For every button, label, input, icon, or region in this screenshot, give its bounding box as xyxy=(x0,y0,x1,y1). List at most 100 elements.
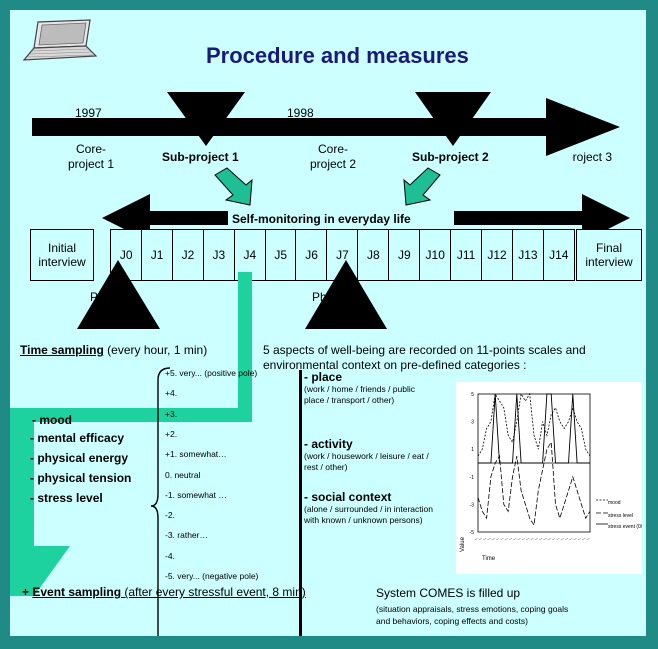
core-project-3-label: Core-project 3 xyxy=(572,150,612,164)
chart-xtick-mark: — xyxy=(581,536,586,541)
scale-level-9: -4. xyxy=(165,550,175,561)
event-sampling-prefix: + xyxy=(22,585,33,599)
context-divider xyxy=(299,370,302,636)
chart-ytick-label: -1 xyxy=(470,475,475,481)
event-sampling-detail: (after every stressful event, 8 min) xyxy=(121,585,306,599)
context-social-detail: (alone / surrounded / in interaction wit… xyxy=(304,504,433,525)
chart-xtick-mark: — xyxy=(495,536,500,541)
sub-project-1-marker xyxy=(167,92,245,146)
phase-markers xyxy=(77,260,387,329)
chart-xtick-mark: — xyxy=(512,536,517,541)
self-monitoring-label: Self-monitoring in everyday life xyxy=(232,212,411,226)
comes-detail-line1: (situation appraisals, stress emotions, … xyxy=(376,604,569,614)
wellbeing-item-mental-efficacy: - mental efficacy xyxy=(30,431,125,445)
chart-series-line-2 xyxy=(478,393,590,464)
chart-xtick-mark: — xyxy=(547,536,552,541)
chart-ytick-label: -3 xyxy=(470,502,475,508)
arrow-from-sub-project-1-icon xyxy=(214,167,253,206)
chart-xtick-mark: — xyxy=(486,536,491,541)
page-title: Procedure and measures xyxy=(206,43,469,68)
sub-project-2-label: Sub-project 2 xyxy=(412,150,489,164)
scale-brace xyxy=(150,367,171,636)
chart-xtick-mark: — xyxy=(525,536,530,541)
time-sampling-detail: (every hour, 1 min) xyxy=(103,343,208,357)
scale-level-8: -3. rather… xyxy=(165,530,208,541)
wellbeing-time-series-chart: 5 3 1 -1 -3 -5 mood stress level stress event (0… xyxy=(456,382,642,574)
chart-y-axis-label: Value xyxy=(460,536,466,552)
scale-level-2: +3. xyxy=(165,408,178,419)
time-sampling-label: Time sampling xyxy=(20,343,104,357)
scale-level-6: -1. somewhat … xyxy=(165,489,227,500)
chart-ytick-label: 3 xyxy=(471,420,474,426)
core-project-2-line1: Core- xyxy=(318,142,349,156)
chart-legend-label-0: mood xyxy=(608,500,621,506)
chart-xtick-mark: — xyxy=(521,536,526,541)
laptop-icon xyxy=(22,19,98,61)
final-interview-line2: interview xyxy=(585,255,633,269)
chart-xtick-mark: — xyxy=(473,536,478,541)
comes-detail-line2: and behaviors, coping effects and costs) xyxy=(376,616,528,626)
core-project-2-line2: project 2 xyxy=(310,157,357,171)
context-place-heading: - place xyxy=(304,370,343,384)
description-line2: environmental context on pre-defined cat… xyxy=(263,358,527,372)
slide-panel: Procedure and measures 1997 1998 1999 Co… xyxy=(10,10,646,636)
chart-xtick-mark: — xyxy=(504,536,509,541)
arrow-from-sub-project-2-icon xyxy=(403,167,441,206)
year-1998: 1998 xyxy=(287,106,314,120)
wellbeing-item-physical-energy: - physical energy xyxy=(30,451,129,465)
year-1999: 1999 xyxy=(550,106,577,120)
chart-ytick-label: -5 xyxy=(470,530,475,536)
day-cell-j1: J1 xyxy=(140,229,174,281)
day-cell-j13: J13 xyxy=(511,229,545,281)
wellbeing-item-physical-tension: - physical tension xyxy=(30,471,132,485)
chart-legend-label-2: stress event (0/1) xyxy=(608,524,642,530)
wellbeing-item-mood: - mood xyxy=(32,413,72,427)
chart-xtick-mark: — xyxy=(538,536,543,541)
year-timeline-arrow xyxy=(32,92,620,156)
core-project-1-line1: Core- xyxy=(76,142,107,156)
core-project-3-clip: Core-project 3 xyxy=(572,150,612,166)
phase-i-marker xyxy=(77,260,160,329)
chart-xtick-mark: — xyxy=(560,536,565,541)
chart-ytick-label: 1 xyxy=(471,447,474,453)
phase-ii-marker xyxy=(305,260,387,329)
scale-level-1: +4. xyxy=(165,388,178,399)
chart-xtick-mark: — xyxy=(564,536,569,541)
chart-xtick-mark: — xyxy=(573,536,578,541)
context-activity-heading: - activity xyxy=(304,437,353,451)
chart-ytick-label: 5 xyxy=(471,392,474,398)
event-sampling-label: Event sampling xyxy=(32,585,122,599)
day-cell-j8: J8 xyxy=(357,229,390,281)
description-line1: 5 aspects of well-being are recorded on … xyxy=(263,343,586,357)
year-1997: 1997 xyxy=(75,106,102,120)
chart-legend-label-1: stress level xyxy=(608,513,633,519)
chart-xtick-mark: — xyxy=(499,536,504,541)
chart-xtick-mark: — xyxy=(568,536,573,541)
day-cell-j2: J2 xyxy=(171,229,205,281)
scale-level-7: -2. xyxy=(165,510,175,521)
scale-level-4: +1. somewhat… xyxy=(165,449,227,460)
sub-project-2-marker xyxy=(415,92,491,146)
scale-level-10: -5. very... (negative pole) xyxy=(165,571,259,581)
context-place-detail: (work / home / friends / public place / … xyxy=(304,384,416,405)
initial-interview-line1: Initial xyxy=(47,241,76,255)
scale-level-0: +5. very... (positive pole) xyxy=(165,368,258,378)
wellbeing-item-stress-level: - stress level xyxy=(30,491,103,505)
day-cell-j3: J3 xyxy=(202,229,236,281)
comes-detail: (situation appraisals, stress emotions, … xyxy=(376,603,568,627)
sub-project-1-label: Sub-project 1 xyxy=(162,150,239,164)
context-social-heading: - social context xyxy=(304,490,392,504)
time-sampling-line: Time sampling (every hour, 1 min) xyxy=(20,343,207,357)
core-project-1-label: Core- project 1 xyxy=(68,142,114,172)
context-activity-detail: (work / housework / leisure / eat / rest… xyxy=(304,451,429,472)
chart-xtick-mark: — xyxy=(555,536,560,541)
scale-level-3: +2. xyxy=(165,428,178,439)
chart-xtick-mark: — xyxy=(551,536,556,541)
initial-interview-line2: interview xyxy=(38,255,86,269)
chart-xtick-mark: — xyxy=(542,536,547,541)
chart-series-line-1 xyxy=(477,441,591,527)
chart-xtick-mark: — xyxy=(491,536,496,541)
